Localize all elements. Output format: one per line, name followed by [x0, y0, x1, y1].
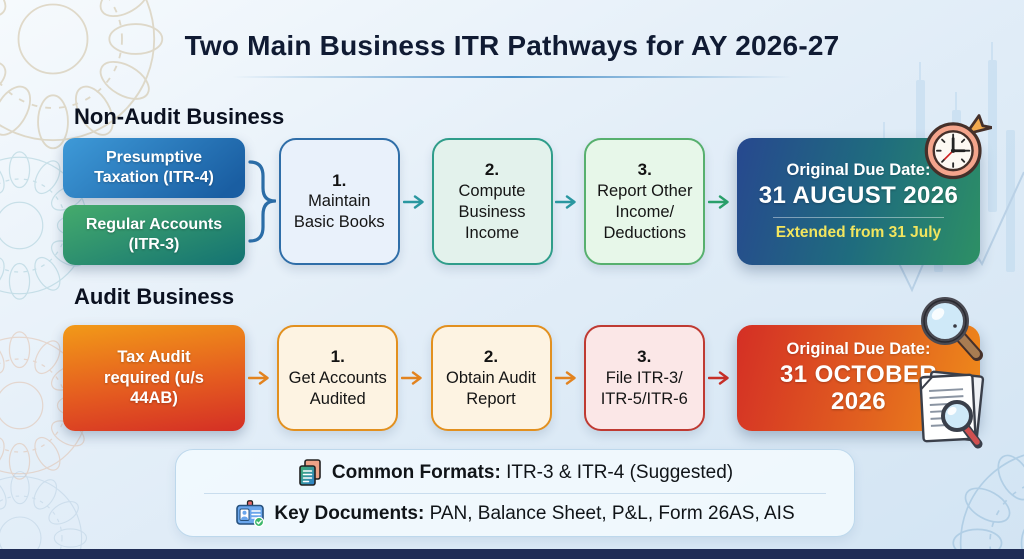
flow-row-non-audit: Presumptive Taxation (ITR-4) Regular Acc… — [63, 138, 980, 265]
title-underline — [232, 76, 792, 78]
step-number: 3. — [637, 159, 652, 179]
brace-connector-icon — [248, 160, 276, 243]
step-number: 1. — [330, 347, 345, 367]
key-documents-line: Key Documents: PAN, Balance Sheet, P&L, … — [176, 494, 854, 534]
non-audit-sources: Presumptive Taxation (ITR-4) Regular Acc… — [63, 138, 245, 265]
flow-row-audit: Tax Audit required (u/s 44AB) 1. Get Acc… — [63, 325, 980, 431]
flow-arrow-icon — [248, 371, 274, 385]
step-number: 3. — [637, 347, 652, 367]
section-heading-audit: Audit Business — [74, 284, 235, 309]
step-box-compute-income: 2. Compute Business Income — [431, 138, 553, 265]
source-box-tax-audit: Tax Audit required (u/s 44AB) — [63, 325, 245, 431]
source-box-presumptive-taxation: Presumptive Taxation (ITR-4) — [63, 138, 245, 198]
mandala-decoration — [0, 0, 168, 154]
due-extension-note: Extended from 31 July — [775, 223, 942, 241]
source-box-regular-accounts: Regular Accounts (ITR-3) — [63, 205, 245, 265]
flow-arrow-icon — [708, 371, 734, 385]
page-title: Two Main Business ITR Pathways for AY 20… — [184, 30, 840, 61]
documents-icon — [299, 458, 321, 486]
flow-arrow-icon — [555, 195, 581, 209]
step-number: 2. — [483, 347, 499, 367]
panel-divider — [204, 492, 826, 494]
step-box-file-itr: 3. File ITR-3/ ITR-5/ITR-6 — [583, 325, 705, 431]
section-heading-non-audit: Non-Audit Business — [74, 104, 285, 129]
id-card-check-icon — [236, 499, 265, 527]
step-box-get-accounts-audited: 1. Get Accounts Audited — [277, 325, 399, 431]
step-label: Maintain Basic Books — [293, 192, 385, 232]
formats-text: Common Formats: ITR-3 & ITR-4 (Suggested… — [332, 462, 733, 484]
formats-label: Common Formats: — [331, 461, 501, 483]
magnifier-icon — [921, 297, 983, 361]
clock-extension-icon — [924, 114, 992, 180]
documents-label: Key Documents: — [274, 502, 425, 524]
formats-value: ITR-3 & ITR-4 (Suggested) — [506, 461, 734, 483]
step-box-obtain-audit-report: 2. Obtain Audit Report — [430, 325, 552, 431]
due-date-label: Original Due Date: — [786, 161, 931, 180]
mandala-decoration — [948, 438, 1024, 559]
flow-arrow-icon — [555, 371, 581, 385]
step-number: 1. — [332, 170, 347, 190]
common-formats-line: Common Formats: ITR-3 & ITR-4 (Suggested… — [176, 453, 854, 493]
documents-magnifier-icon — [919, 370, 985, 449]
due-date-card-august: Original Due Date: 31 AUGUST 2026 Extend… — [737, 138, 980, 265]
step-label: Get Accounts Audited — [288, 368, 387, 408]
documents-text: Key Documents: PAN, Balance Sheet, P&L, … — [274, 503, 794, 525]
flow-arrow-icon — [401, 371, 427, 385]
step-label: Obtain Audit Report — [446, 368, 536, 408]
flow-arrow-icon — [708, 195, 734, 209]
due-date-value: 31 AUGUST 2026 — [758, 182, 959, 210]
step-label: Compute Business Income — [458, 181, 526, 242]
footer-bar — [0, 549, 1024, 559]
due-date-value: 31 OCTOBER 2026 — [780, 361, 937, 415]
step-number: 2. — [484, 159, 500, 179]
step-label: File ITR-3/ ITR-5/ITR-6 — [600, 368, 688, 408]
due-card-divider — [773, 216, 944, 218]
step-box-maintain-books: 1. Maintain Basic Books — [278, 138, 400, 265]
flow-arrow-icon — [403, 195, 429, 209]
step-label: Report Other Income/ Deductions — [597, 181, 693, 242]
documents-value: PAN, Balance Sheet, P&L, Form 26AS, AIS — [429, 502, 795, 524]
mandala-decoration — [0, 468, 90, 559]
due-date-label: Original Due Date: — [786, 340, 931, 359]
info-panel: Common Formats: ITR-3 & ITR-4 (Suggested… — [175, 449, 855, 537]
step-box-report-other-income: 3. Report Other Income/ Deductions — [584, 138, 706, 265]
